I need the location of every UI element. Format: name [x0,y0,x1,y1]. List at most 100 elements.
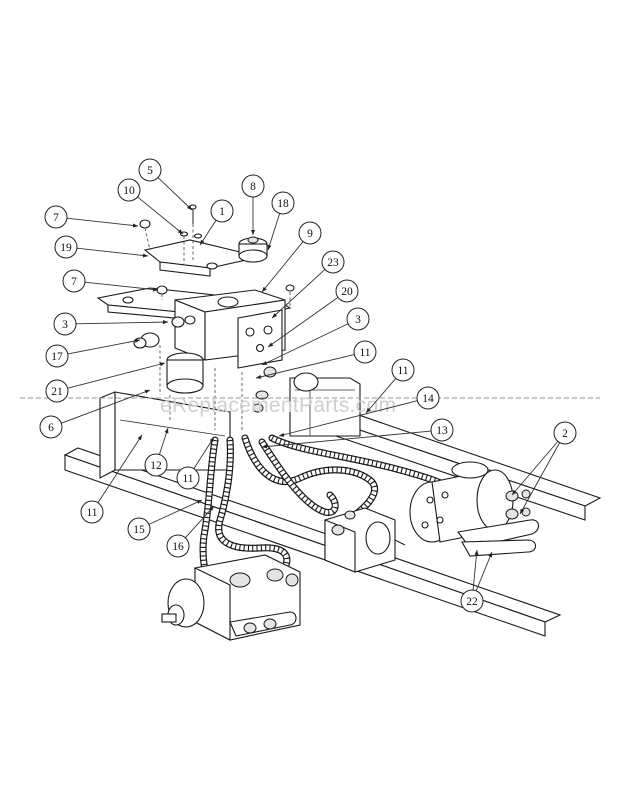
callout-leader [137,196,184,235]
callout-bubble [553,421,577,445]
callout-arrow [256,374,262,379]
callout-label: 19 [60,242,72,254]
callout-arrow [187,205,192,210]
callout-arrow [144,389,150,394]
callout-leader [67,362,166,389]
callout-leader [365,378,397,414]
callout-arrow [251,230,255,235]
callout-arrow [134,338,140,343]
callout-label: 11 [359,347,370,359]
callout-7: 7 [44,205,139,229]
callout-bubble [460,589,484,613]
callout-label: 16 [172,541,184,553]
callout-arrow [200,239,205,245]
callout-label: 18 [277,198,289,210]
callout-label: 8 [250,181,256,193]
callout-9: 9 [261,221,322,293]
callout-label: 3 [355,314,361,326]
callout-bubble [127,517,151,541]
callout-arrow [366,407,371,413]
callout-1: 1 [199,199,234,246]
callout-bubble [39,415,63,439]
callout-arrow [142,253,148,258]
callout-label: 22 [466,596,478,608]
watermark: eReplacementParts.com [20,394,600,417]
callout-label: 6 [48,422,54,434]
hydraulic-pump-center [324,507,406,573]
callout-3: 3 [261,307,370,366]
callout-bubble [144,453,168,477]
callout-leader [472,549,478,591]
callout-bubble [430,418,454,442]
callout-arrow [162,320,168,325]
watermark-text: eReplacementParts.com [160,394,396,417]
callout-leader [278,400,418,437]
callout-arrow [209,437,214,443]
callout-leader [84,281,159,291]
callout-bubble [45,379,69,403]
callout-arrow [159,362,165,367]
callout-leader [475,551,493,591]
callout-arrow [262,361,268,365]
callout-16: 16 [166,505,215,558]
callout-label: 7 [53,212,59,224]
callout-arrow [474,550,479,556]
hydraulic-pump-lower [161,554,301,641]
callout-arrow [268,342,274,347]
callout-bubble [335,279,359,303]
callout-label: 3 [62,319,68,331]
callout-label: 1 [219,206,225,218]
callout-label: 7 [71,276,77,288]
callout-20: 20 [267,279,359,348]
callout-bubble [138,158,162,182]
callout-bubble [210,199,234,223]
callout-arrow [272,313,278,318]
callout-leader [193,436,215,469]
callout-bubble [45,344,69,368]
callout-bubble [271,191,295,215]
callout-label: 5 [147,165,153,177]
callout-bubble [241,174,265,198]
callout-bubble [416,386,440,410]
callout-arrow [137,435,142,441]
callout-leader [61,389,151,424]
callout-bubble [53,312,77,336]
callout-label: 14 [422,393,434,405]
callout-arrow [267,244,272,250]
valve-assembly [96,204,295,430]
callout-bubble [62,269,86,293]
callout-11: 11 [176,436,215,490]
callout-arrow [196,500,202,504]
callout-arrow [262,286,267,292]
callout-8: 8 [241,174,265,235]
callout-label: 10 [123,185,135,197]
callout-label: 13 [436,425,448,437]
callout-bubble [346,307,370,331]
callout-23: 23 [271,250,345,319]
callout-17: 17 [45,338,141,368]
callout-22: 22 [460,549,484,613]
callout-bubble [391,358,415,382]
callout-11: 11 [255,340,377,379]
callout-leader [255,354,355,379]
wheel-motor-right [409,461,540,557]
callout-label: 9 [307,228,313,240]
callout-leader [261,323,349,366]
callout-15: 15 [127,499,203,541]
callout-label: 12 [150,460,162,472]
callout-arrow [279,432,285,437]
callout-bubble [54,235,78,259]
callout-18: 18 [267,191,295,251]
callout-label: 23 [327,257,339,269]
callout-12: 12 [144,427,169,477]
callout-19: 19 [54,235,149,259]
callout-leader [76,247,149,257]
callout-leader [267,296,339,348]
callout-6: 6 [39,389,151,439]
callout-11: 11 [365,358,415,414]
callout-bubble [298,221,322,245]
callout-arrow [164,428,169,434]
callout-label: 20 [341,286,353,298]
